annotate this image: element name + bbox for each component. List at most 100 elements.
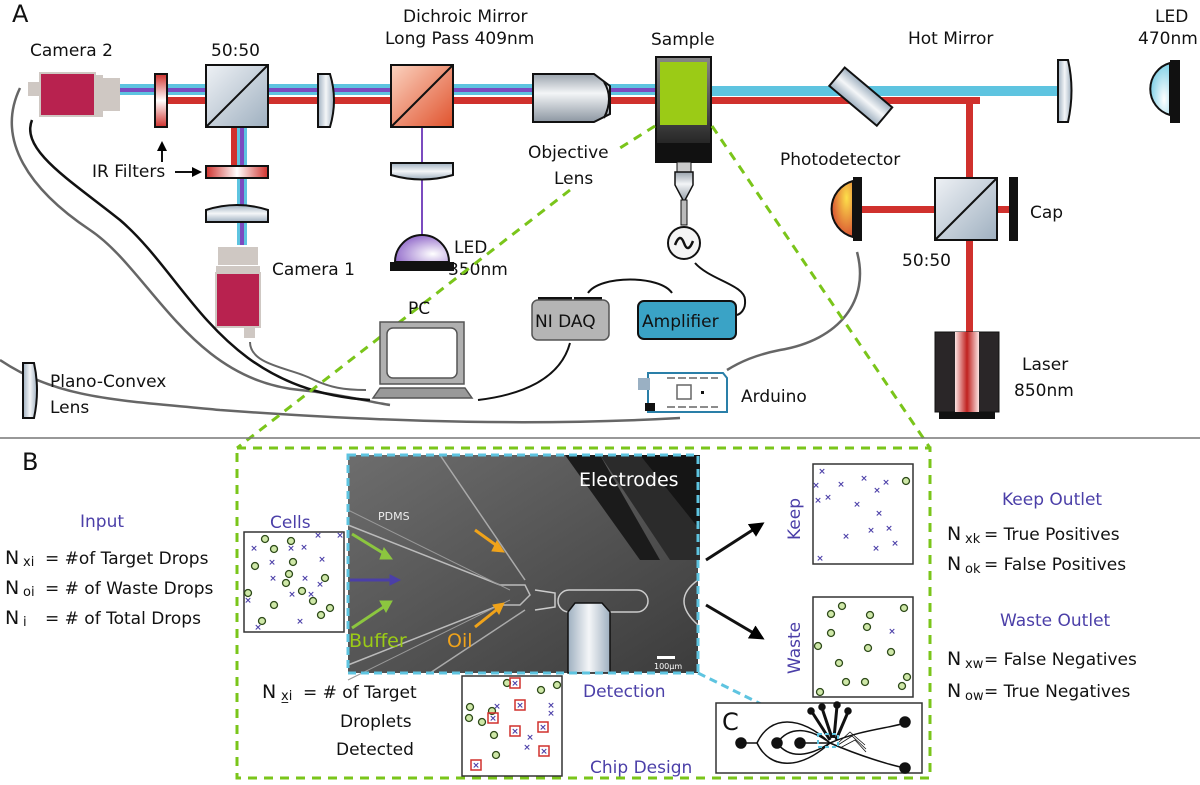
waste-droplet [257, 616, 267, 626]
svg-text:N: N [947, 523, 961, 545]
target-droplet: × [244, 596, 252, 606]
lens-led350 [390, 162, 454, 181]
waste-droplet [286, 536, 296, 546]
panel-label-b: B [22, 448, 38, 476]
waste-droplet [243, 588, 253, 598]
led-350-label-2: 350nm [448, 260, 508, 280]
waste-droplet [899, 603, 909, 613]
target-droplet: × [287, 544, 295, 554]
led-350nm [390, 234, 454, 271]
blue-beam-down [244, 125, 247, 245]
camera-2 [28, 72, 120, 117]
flow-arrows [350, 528, 505, 630]
hot-mirror-label: Hot Mirror [908, 29, 993, 49]
target-droplet: × [296, 617, 304, 627]
detection-marker [509, 677, 521, 689]
waste-eq-2: N ow = True Negatives [947, 680, 1130, 704]
legend-lens-label-1: Plano-Convex [50, 372, 166, 392]
uv-beam-led350 [421, 125, 423, 260]
waste-droplet [863, 643, 873, 653]
dichroic-label-2: Long Pass 409nm [385, 29, 534, 49]
target-droplet: × [269, 574, 277, 584]
svg-text:= # of Waste Drops: = # of Waste Drops [45, 579, 214, 599]
waste-outlet-title: Waste Outlet [1000, 611, 1111, 631]
input-eq-3: N i = # of Total Drops [5, 607, 201, 630]
beam-splitter-left-label: 50:50 [211, 41, 260, 61]
target-droplet: × [318, 555, 326, 565]
waste-droplet [269, 544, 279, 554]
target-droplet: × [814, 496, 822, 506]
ni-daq-label: NI DAQ [535, 312, 596, 332]
svg-text:Detected: Detected [336, 740, 414, 760]
ac-source-icon [667, 226, 701, 260]
target-droplet: × [873, 486, 881, 496]
waste-droplet [269, 600, 279, 610]
waste-droplet [813, 641, 823, 651]
camera-1-label: Camera 1 [272, 260, 355, 280]
svg-text:xw: xw [965, 657, 984, 672]
svg-text:= # of Total Drops: = # of Total Drops [45, 609, 201, 629]
cap-label: Cap [1030, 203, 1063, 223]
waste-droplet [826, 628, 836, 638]
target-droplet: × [523, 743, 531, 753]
waste-droplet [865, 610, 875, 620]
target-droplet: × [842, 532, 850, 542]
target-droplet: × [254, 623, 262, 633]
waste-droplet [325, 603, 335, 613]
waste-droplet [250, 561, 260, 571]
waste-droplet [837, 601, 847, 611]
cells-droplets: ××××××××××××××× [243, 531, 344, 633]
svg-text:N: N [947, 648, 961, 670]
target-droplet: × [307, 590, 315, 600]
target-droplet: × [837, 480, 845, 490]
pc-icon [371, 321, 474, 399]
scale-bar-label: 100µm [654, 662, 682, 671]
cells-box [243, 531, 345, 633]
target-droplet: × [493, 702, 501, 712]
legend-lens-icon [22, 362, 38, 419]
panel-label-a: A [12, 0, 29, 28]
lens-middle [317, 73, 335, 128]
target-droplet: × [818, 467, 826, 477]
chip-design-box [715, 702, 923, 774]
waste-droplet [886, 647, 896, 657]
svg-text:N: N [5, 607, 19, 629]
target-droplet: × [511, 727, 519, 737]
waste-droplet [316, 610, 326, 620]
microscope-frame [346, 453, 700, 675]
target-droplet: × [314, 531, 322, 541]
led-470-label-1: LED [1155, 7, 1188, 27]
target-droplet: × [824, 493, 832, 503]
target-droplet: × [875, 509, 883, 519]
waste-droplet [281, 578, 291, 588]
target-droplet: × [489, 714, 497, 724]
waste-droplet [491, 750, 501, 760]
detection-marker [487, 712, 499, 724]
svg-text:= # of Target: = # of Target [303, 683, 417, 703]
waste-droplet [284, 569, 294, 579]
target-droplet: × [316, 580, 324, 590]
waste-eq-1: N xw = False Negatives [947, 648, 1137, 672]
waste-droplet [477, 717, 487, 727]
beam-splitter-right-label: 50:50 [902, 251, 951, 271]
waste-arrow [705, 603, 765, 640]
ir-filters-label: IR Filters [92, 162, 165, 182]
sample-label: Sample [651, 30, 715, 50]
svg-text:N: N [5, 547, 19, 569]
buffer-label: Buffer [349, 630, 407, 652]
keep-box [812, 463, 914, 565]
target-droplet: × [547, 709, 555, 719]
waste-droplet [860, 677, 870, 687]
buffer-arrow-bottom [351, 602, 389, 630]
target-droplet: × [872, 544, 880, 554]
detected-eq: N x̲i = # of Target Droplets Detected [262, 681, 417, 760]
target-droplet: × [268, 558, 276, 568]
svg-text:x̲i: x̲i [281, 689, 292, 704]
led-350-label-1: LED [454, 238, 487, 258]
svg-text:Droplets: Droplets [340, 712, 412, 732]
target-droplet: × [888, 627, 896, 637]
svg-text:xi: xi [23, 555, 34, 570]
objective-label-1: Objective [528, 143, 609, 163]
blue-beam-right [710, 86, 1070, 96]
laser-850nm [934, 331, 1000, 419]
